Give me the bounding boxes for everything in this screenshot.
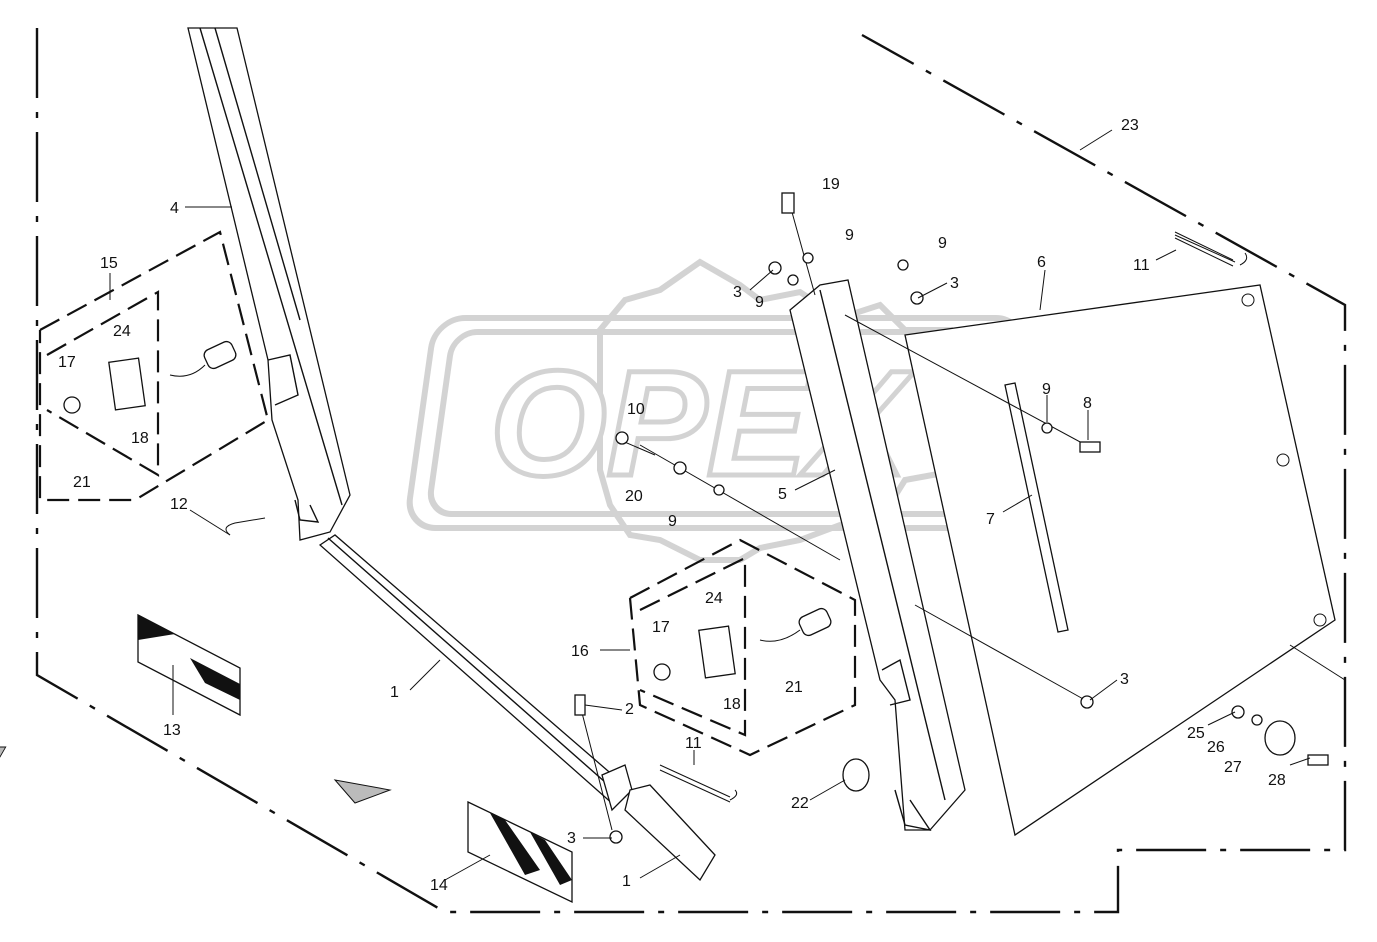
part-1-beam-lower bbox=[624, 784, 716, 882]
callout-18: 18 bbox=[131, 430, 149, 447]
part-22-reflector bbox=[842, 758, 870, 792]
callout-3: 3 bbox=[567, 830, 576, 847]
callout-1: 1 bbox=[390, 684, 399, 701]
light-assembly-left bbox=[38, 230, 270, 502]
callout-20: 20 bbox=[625, 488, 643, 505]
callout-23: 23 bbox=[1121, 117, 1139, 134]
callout-17: 17 bbox=[652, 619, 670, 636]
plug-icon bbox=[203, 340, 237, 370]
assembly-boundary bbox=[35, 28, 1347, 914]
bulb-icon bbox=[63, 396, 81, 414]
callout-21: 21 bbox=[73, 474, 91, 491]
part-9-washer bbox=[787, 274, 799, 286]
direction-arrow-icon bbox=[0, 746, 392, 804]
cable-icon bbox=[759, 629, 801, 642]
callout-21: 21 bbox=[785, 679, 803, 696]
lamp-housing-icon bbox=[108, 357, 146, 411]
callout-22: 22 bbox=[791, 795, 809, 812]
callout-18: 18 bbox=[723, 696, 741, 713]
hardware bbox=[574, 192, 1329, 844]
callout-9: 9 bbox=[668, 513, 677, 530]
callout-leaders bbox=[109, 129, 1311, 881]
callout-25: 25 bbox=[1187, 725, 1205, 742]
part-13-warning-plate bbox=[137, 613, 241, 717]
part-2-bolt bbox=[574, 694, 586, 716]
callout-27: 27 bbox=[1224, 759, 1242, 776]
plug-icon bbox=[798, 607, 832, 637]
callout-10: 10 bbox=[627, 401, 645, 418]
callout-2: 2 bbox=[625, 701, 634, 718]
callout-3: 3 bbox=[733, 284, 742, 301]
callout-8: 8 bbox=[1083, 395, 1092, 412]
callout-5: 5 bbox=[778, 486, 787, 503]
exploded-lines bbox=[579, 204, 1346, 831]
callout-17: 17 bbox=[58, 354, 76, 371]
part-20-nut bbox=[673, 461, 687, 475]
callout-11: 11 bbox=[685, 735, 702, 752]
part-19-bolt bbox=[781, 192, 795, 214]
callout-3: 3 bbox=[950, 275, 959, 292]
part-3-nut bbox=[1080, 695, 1094, 709]
part-9-washer bbox=[713, 484, 725, 496]
part-8-bolt bbox=[1079, 441, 1101, 453]
bulb-icon bbox=[653, 663, 671, 681]
callout-11: 11 bbox=[1133, 257, 1150, 274]
part-3-nut bbox=[910, 291, 924, 305]
part-9-washer bbox=[1041, 422, 1053, 434]
callout-24: 24 bbox=[705, 590, 723, 607]
part-1-beam-upper bbox=[318, 534, 633, 812]
callout-7: 7 bbox=[986, 511, 995, 528]
callout-9: 9 bbox=[938, 235, 947, 252]
callout-12: 12 bbox=[170, 496, 188, 513]
callout-6: 6 bbox=[1037, 254, 1046, 271]
part-5-post bbox=[789, 279, 966, 832]
part-6-panel bbox=[904, 284, 1336, 837]
callout-9: 9 bbox=[845, 227, 854, 244]
callout-13: 13 bbox=[163, 722, 181, 739]
part-26-washer bbox=[1251, 714, 1263, 726]
part-27-reflector bbox=[1264, 720, 1296, 756]
callout-9: 9 bbox=[1042, 381, 1051, 398]
callout-14: 14 bbox=[430, 877, 448, 894]
part-14-warning-plate bbox=[467, 800, 573, 904]
part-3-nut bbox=[609, 830, 623, 844]
part-7-strip bbox=[1004, 382, 1069, 633]
lamp-housing-icon bbox=[698, 625, 736, 679]
callout-24: 24 bbox=[113, 323, 131, 340]
callout-3: 3 bbox=[1120, 671, 1129, 688]
callouts: 1 1 2 3 3 3 3 3 4 5 6 7 8 9 9 9 9 9 9 10… bbox=[58, 117, 1286, 894]
callout-19: 19 bbox=[822, 176, 840, 193]
part-12-clip bbox=[225, 517, 266, 536]
callout-16: 16 bbox=[571, 643, 589, 660]
part-10-eye-bolt-ring bbox=[615, 431, 629, 445]
part-9-washer bbox=[802, 252, 814, 264]
callout-28: 28 bbox=[1268, 772, 1286, 789]
part-25-nut bbox=[1231, 705, 1245, 719]
part-28-bolt bbox=[1307, 754, 1329, 766]
part-4-post bbox=[187, 27, 351, 541]
callout-1: 1 bbox=[622, 873, 631, 890]
callout-9: 9 bbox=[755, 294, 764, 311]
callout-15: 15 bbox=[100, 255, 118, 272]
callout-4: 4 bbox=[170, 200, 179, 217]
part-11-spring-top bbox=[1174, 231, 1248, 267]
part-9-washer bbox=[897, 259, 909, 271]
cable-icon bbox=[169, 364, 206, 377]
part-11-spring bbox=[659, 764, 738, 803]
light-assembly-middle bbox=[628, 538, 857, 757]
callout-26: 26 bbox=[1207, 739, 1225, 756]
